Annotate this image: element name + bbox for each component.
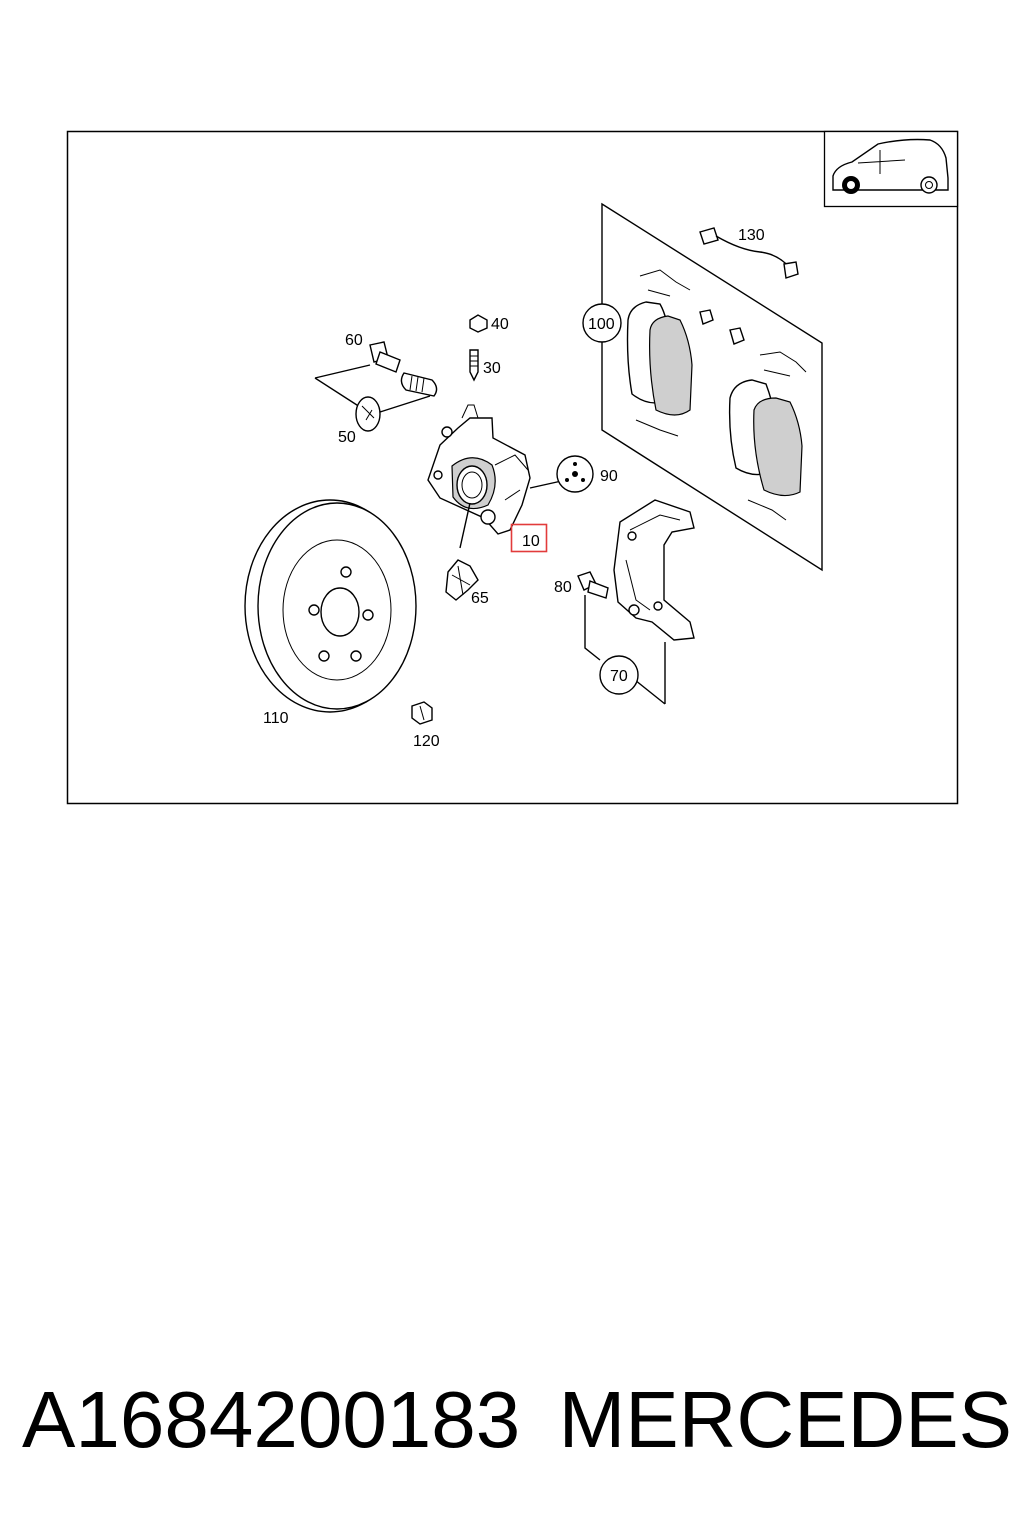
disc-screw [411,701,433,725]
brand-name: MERCEDES [558,1375,1012,1464]
dust-cap [469,314,488,333]
brake-caliper [427,404,531,549]
caption: A1684200183 MERCEDES [22,1370,1012,1470]
anti-rattle-clip [529,455,594,493]
part-label-60: 60 [345,332,363,349]
car-icon [823,130,959,208]
guide-bolt [314,341,438,432]
caliper-carrier [613,499,695,705]
part-number: A1684200183 [22,1375,521,1464]
part-label-110: 110 [263,710,289,727]
carrier-bolt [577,571,609,661]
highlight-box [510,523,548,553]
brake-pad-set [601,202,823,572]
part-label-70: 70 [610,668,628,685]
bleed-screw [469,349,479,382]
callout-circle-50 [582,303,622,343]
part-label-30: 30 [483,360,501,377]
part-label-100: 100 [588,316,615,333]
part-label-120: 120 [413,733,440,750]
part-label-130: 130 [738,227,765,244]
part-label-10: 10 [522,533,540,550]
callout-circle-70 [599,655,639,695]
brake-disc [244,499,417,713]
wear-sensor [699,227,799,279]
part-label-80: 80 [554,579,572,596]
part-label-40: 40 [491,316,509,333]
part-label-90: 90 [600,468,618,485]
part-label-65: 65 [471,590,489,607]
spring-clip [445,559,479,601]
part-label-50: 50 [338,429,356,446]
